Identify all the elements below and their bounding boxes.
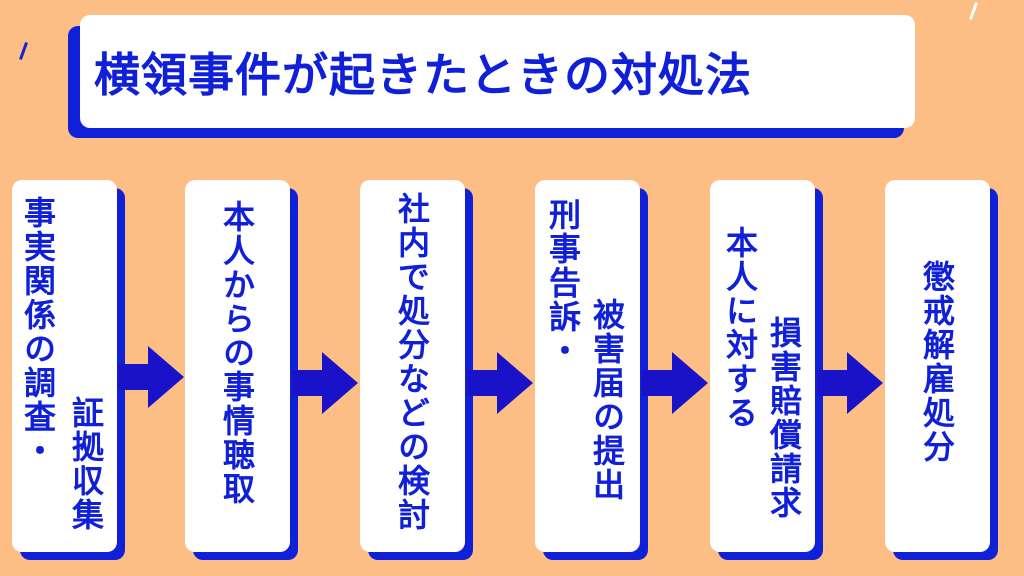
- page-title: 横領事件が起きたときの対処法: [94, 47, 752, 102]
- arrow-right-icon: [817, 352, 883, 414]
- step-text: 刑事告訴・: [544, 198, 582, 368]
- step-text: 損害賠償請求: [765, 316, 803, 520]
- arrow-right-icon: [467, 352, 533, 414]
- step-card-3: 社内で処分などの検討: [360, 180, 465, 552]
- step-card-5: 本人に対する 損害賠償請求: [710, 180, 815, 552]
- step-text: 懲戒解雇処分: [918, 260, 956, 464]
- step-text: 社内で処分などの検討: [393, 192, 431, 532]
- step-text: 証拠収集: [67, 396, 105, 532]
- step-text: 本人からの事情聴取: [218, 200, 256, 506]
- decorative-slash: [19, 42, 28, 60]
- arrow-right-icon: [118, 346, 184, 408]
- arrow-right-icon: [292, 352, 358, 414]
- step-card-6: 懲戒解雇処分: [885, 180, 990, 552]
- arrow-right-icon: [642, 352, 708, 414]
- step-card-2: 本人からの事情聴取: [185, 180, 290, 552]
- step-card-4: 刑事告訴・ 被害届の提出: [535, 180, 640, 552]
- title-banner: 横領事件が起きたときの対処法: [80, 15, 915, 128]
- decorative-slash: [969, 2, 978, 20]
- step-card-1: 事実関係の調査・ 証拠収集: [12, 180, 117, 552]
- step-text: 事実関係の調査・: [19, 196, 57, 468]
- step-text: 本人に対する: [721, 226, 759, 430]
- step-text: 被害届の提出: [588, 298, 626, 502]
